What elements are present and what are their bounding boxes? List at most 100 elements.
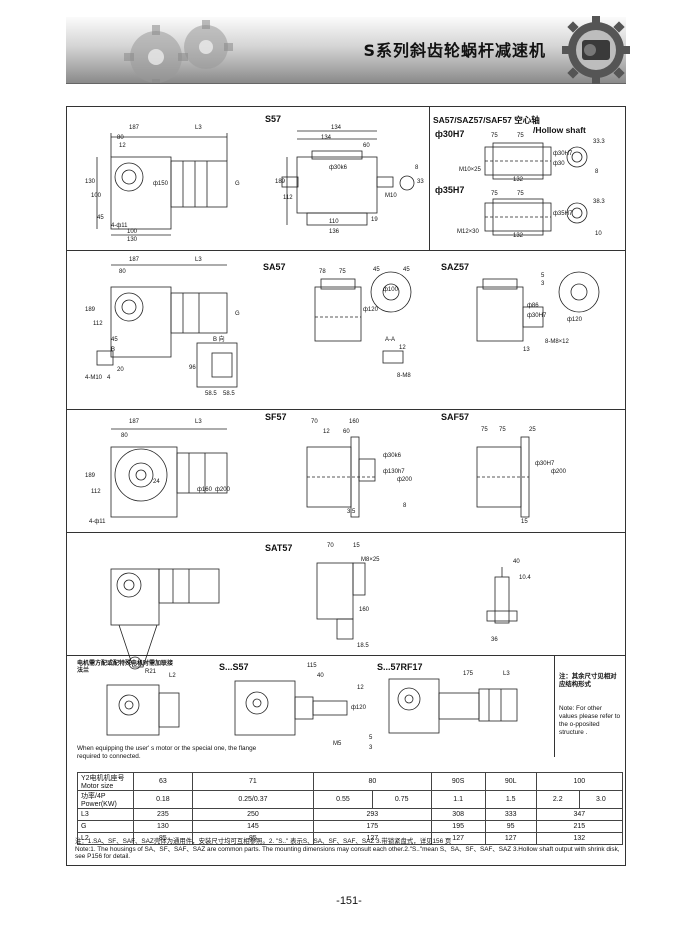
dim-label: 136 xyxy=(329,229,340,235)
section-s-s57-title: S...S57 xyxy=(219,662,249,672)
dim-label: ф86 xyxy=(527,303,539,309)
dim-label: L3 xyxy=(195,125,202,131)
dim-label: 13 xyxy=(523,347,530,353)
right-note-cn: 注：其余尺寸见相对应结构形式 xyxy=(559,673,617,688)
dim-label: 75 xyxy=(517,133,524,139)
dim-label: M10 xyxy=(385,193,397,199)
dim-label: R21 xyxy=(145,669,157,675)
dim-label: ф35H7 xyxy=(553,211,573,217)
dim-label: ф30 xyxy=(553,161,565,167)
page-number: -151- xyxy=(336,895,362,907)
dim-label: 187 xyxy=(129,125,140,131)
hollow-d2-label: ф35H7 xyxy=(435,185,465,195)
dim-label: 187 xyxy=(129,257,140,263)
dim-label: 10.4 xyxy=(519,575,531,581)
table-cell: 90L xyxy=(484,772,537,791)
table-cell: 2.2 xyxy=(535,790,580,809)
table-cell: 95 xyxy=(484,820,537,833)
dim-label: L3 xyxy=(503,671,510,677)
dim-label: 75 xyxy=(339,269,346,275)
table-cell: L2 xyxy=(77,832,134,845)
table-cell: 195 xyxy=(430,820,486,833)
dim-label: ф120 xyxy=(567,317,582,323)
dim-label: ф100 xyxy=(383,287,398,293)
dim-label: 8 xyxy=(595,169,599,175)
dim-label: M8×25 xyxy=(361,557,380,563)
dim-label: 3.5 xyxy=(347,509,356,515)
table-cell: 0.18 xyxy=(133,790,193,809)
dim-label: 115 xyxy=(307,663,317,669)
dim-label: 189 xyxy=(85,307,96,313)
dim-label: 80 xyxy=(121,433,128,439)
drawing-frame: S57 SA57/SAZ57/SAF57 空心轴 /Hollow shaft ф… xyxy=(66,106,626,866)
dim-label: ф30k6 xyxy=(383,453,401,459)
dim-label: 160 xyxy=(359,607,370,613)
table-cell: 347 xyxy=(535,808,624,821)
header-banner: S系列斜齿轮蜗杆减速机 xyxy=(66,17,626,84)
dim-label: 4 xyxy=(107,375,111,381)
dim-label: G xyxy=(235,181,240,187)
table-row: Y2电机机座号 Motor size 63 71 80 90S 90L 100 xyxy=(77,772,624,791)
dim-label: 19 xyxy=(371,217,378,223)
dim-label: 75 xyxy=(481,427,488,433)
table-cell: 293 xyxy=(313,808,432,821)
dim-label: ф150 xyxy=(153,181,168,187)
page-title: S系列斜齿轮蜗杆减速机 xyxy=(363,41,546,60)
dim-label: M12×30 xyxy=(457,229,479,235)
dim-label: 4-ф11 xyxy=(89,519,106,525)
footnotes: 注：1.SA、SF、SAF、SAZ壳体为通用件，安装尺寸均可互相参照。2. "S… xyxy=(75,838,621,861)
dim-label: 8-M8×12 xyxy=(545,339,569,345)
motor-en-note: When equipping the user' s motor or the … xyxy=(77,745,257,760)
table-cell: 90S xyxy=(430,772,486,791)
dim-label: 75 xyxy=(517,191,524,197)
dim-label: 78 xyxy=(319,269,326,275)
dim-label: 70 xyxy=(311,419,318,425)
dim-label: 18.5 xyxy=(357,643,369,649)
table-cell: 63 xyxy=(133,772,193,791)
table-row: L3 235 250 293 308 333 347 xyxy=(77,808,624,821)
dim-label: 160 xyxy=(349,419,360,425)
dim-label: 132 xyxy=(513,233,524,239)
section-sa57-title: SA57 xyxy=(263,262,286,272)
hollow-d1-label: ф30H7 xyxy=(435,129,465,139)
table-cell: 127 xyxy=(313,832,432,845)
dim-label: 8 xyxy=(415,165,419,171)
dim-label: 5 xyxy=(369,735,373,741)
dim-label: ф130h7 xyxy=(383,469,405,475)
dim-label: 12 xyxy=(119,143,126,149)
dim-label: 96 xyxy=(189,365,196,371)
dim-label: ф200 xyxy=(397,477,412,483)
dim-label: 100 xyxy=(91,193,102,199)
dim-label: ф30k6 xyxy=(329,165,347,171)
dim-label: 3 xyxy=(369,745,373,751)
dim-label: 12 xyxy=(357,685,364,691)
dim-label: 130 xyxy=(127,237,138,243)
footnote-cn: 注：1.SA、SF、SAF、SAZ壳体为通用件，安装尺寸均可互相参照。2. "S… xyxy=(75,838,452,845)
section-saf57-title: SAF57 xyxy=(441,412,470,422)
table-cell: L3 xyxy=(77,808,134,821)
table-cell: 85 xyxy=(191,832,315,845)
table-cell: 3.0 xyxy=(578,790,624,809)
table-cell: 215 xyxy=(535,820,624,833)
dim-label: 112 xyxy=(91,489,101,495)
dim-label: M5 xyxy=(333,741,342,747)
dim-label: 187 xyxy=(129,419,140,425)
table-cell: 145 xyxy=(191,820,315,833)
dim-label: 134 xyxy=(331,125,342,131)
dim-label: 70 xyxy=(327,543,334,549)
dim-label: 58.5 xyxy=(205,391,217,397)
table-cell: 0.75 xyxy=(371,790,432,809)
dim-label: ф120 xyxy=(351,705,366,711)
table-cell: G xyxy=(77,820,134,833)
section-hollow-title: SA57/SAZ57/SAF57 空心轴 xyxy=(433,115,540,125)
dim-label: ф200 xyxy=(551,469,566,475)
footnote-en: Note:1. The housings of SA、SF、SAF、SAZ ar… xyxy=(75,845,620,861)
section-hollow-title-en: /Hollow shaft xyxy=(533,125,586,135)
table-cell: 0.25/0.37 xyxy=(191,790,315,809)
dim-label: 24 xyxy=(153,479,160,485)
dim-label: G xyxy=(235,311,240,317)
dim-label: 112 xyxy=(93,321,103,327)
dim-label: 112 xyxy=(283,195,293,201)
section-sat57-title: SAT57 xyxy=(265,543,293,553)
dim-label: 75 xyxy=(491,191,498,197)
